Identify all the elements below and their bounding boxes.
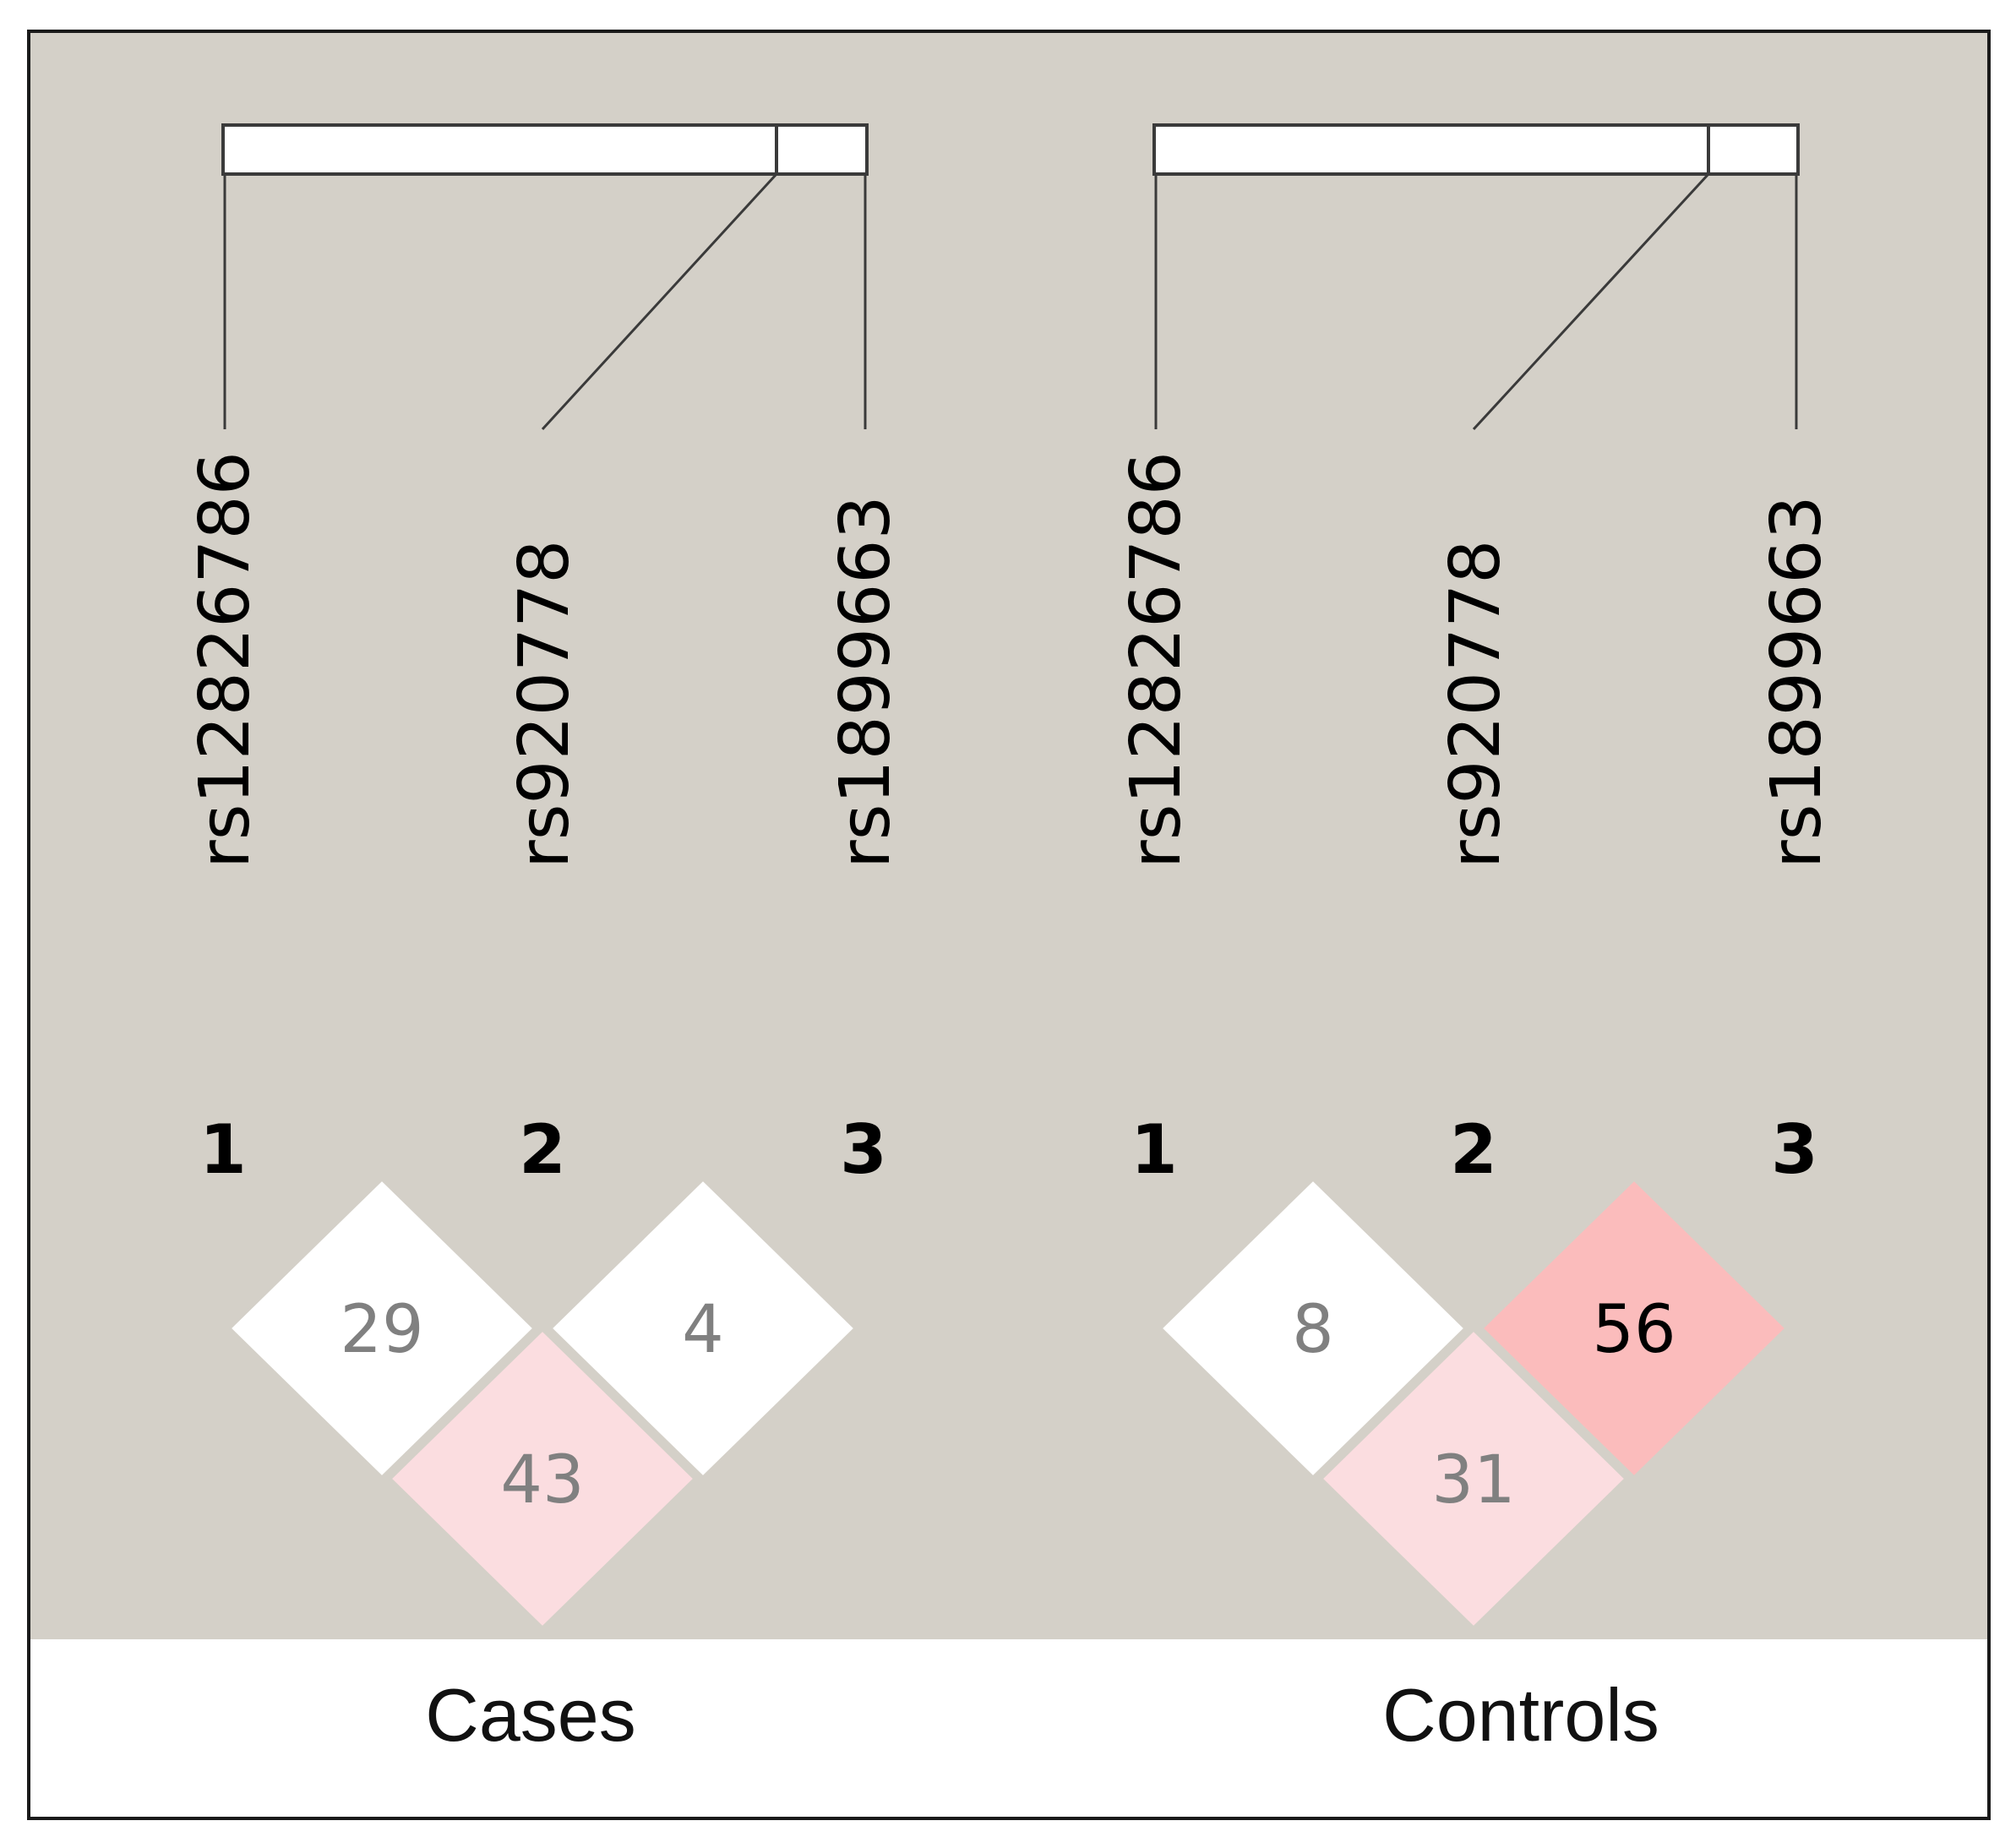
marker-index: 1 bbox=[199, 1110, 247, 1189]
snp-label: rs1899663 bbox=[1757, 495, 1837, 869]
ld-cell-2-3 bbox=[548, 1177, 858, 1480]
ld-cell-1-3 bbox=[1319, 1327, 1628, 1630]
ld-value: 8 bbox=[1292, 1292, 1334, 1368]
ld-cell-1-2 bbox=[227, 1177, 537, 1480]
panel-cases: rs12826786 rs920778 rs1899663 1 2 3 29 4… bbox=[185, 123, 906, 1757]
ld-value: 31 bbox=[1431, 1442, 1515, 1518]
snp-label: rs12826786 bbox=[1116, 451, 1196, 869]
chromosome-track bbox=[221, 123, 869, 176]
marker-index: 2 bbox=[519, 1110, 566, 1189]
marker-index: 2 bbox=[1450, 1110, 1497, 1189]
marker-index: 1 bbox=[1131, 1110, 1178, 1189]
snp-label: rs920778 bbox=[504, 540, 585, 869]
figure-border bbox=[27, 30, 1991, 1820]
panel-caption-cases: Cases bbox=[425, 1673, 635, 1757]
chromosome-track bbox=[1152, 123, 1800, 176]
panel-controls: rs12826786 rs920778 rs1899663 1 2 3 8 56… bbox=[1116, 123, 1837, 1757]
ld-cell-1-3 bbox=[388, 1327, 697, 1630]
snp-label: rs920778 bbox=[1436, 540, 1516, 869]
snp-label: rs12826786 bbox=[185, 451, 265, 869]
marker-index: 3 bbox=[840, 1110, 887, 1189]
ld-value: 43 bbox=[500, 1442, 584, 1518]
ld-value: 29 bbox=[340, 1292, 423, 1368]
panel-caption-controls: Controls bbox=[1382, 1673, 1659, 1757]
snp-connector-2 bbox=[541, 172, 778, 431]
ld-value: 4 bbox=[682, 1292, 724, 1368]
ld-cell-2-3 bbox=[1479, 1177, 1789, 1480]
ld-value: 56 bbox=[1592, 1292, 1675, 1368]
ld-cell-1-2 bbox=[1158, 1177, 1468, 1480]
snp-connector-2 bbox=[1472, 172, 1710, 431]
marker-index: 3 bbox=[1771, 1110, 1818, 1189]
caption-strip bbox=[29, 1639, 1989, 1818]
snp-label: rs1899663 bbox=[825, 495, 906, 869]
